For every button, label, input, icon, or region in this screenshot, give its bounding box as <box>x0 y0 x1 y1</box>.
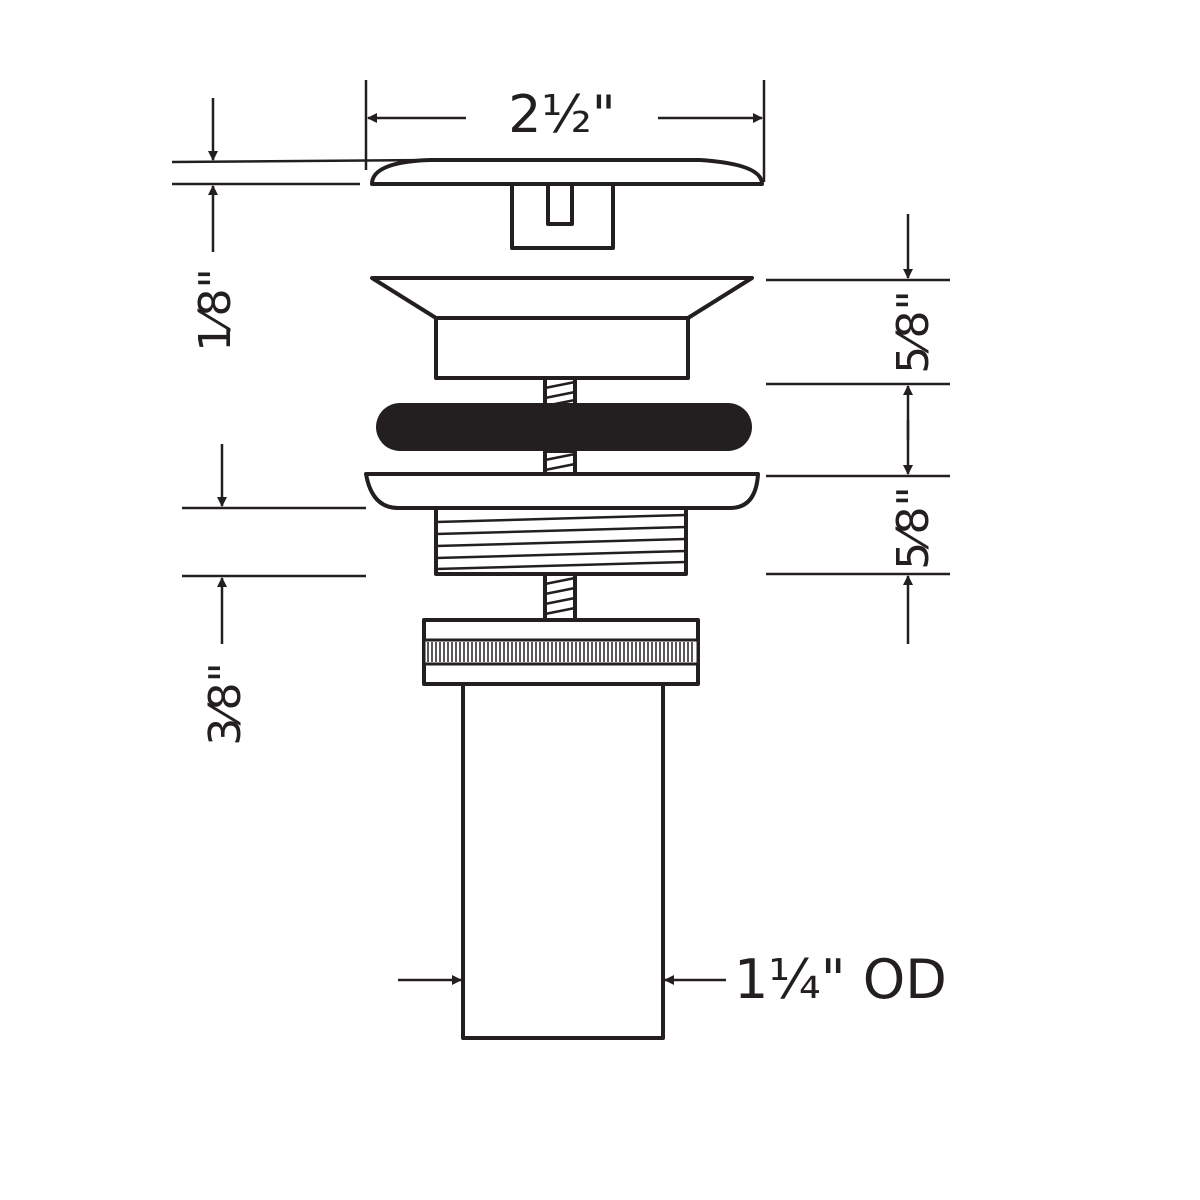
tailpiece-diameter-label: 1¼" OD <box>734 948 947 1011</box>
lower-thread-label: 3⁄8" <box>200 662 251 746</box>
tailpiece-diameter-dimension: 1¼" OD <box>398 948 947 1011</box>
upper-flange <box>370 276 754 380</box>
body-flange-height-label: 5⁄8" <box>888 290 939 374</box>
lower-flange-height-label: 5⁄8" <box>888 486 939 570</box>
knurl-texture <box>427 642 693 662</box>
threaded-rod-lower <box>543 572 577 622</box>
tailpiece-tube <box>461 682 665 1040</box>
body-flange-height-dimension: 5⁄8" <box>766 214 950 440</box>
lower-flange <box>364 472 760 576</box>
rubber-gasket <box>376 403 752 451</box>
threaded-rod-middle <box>543 449 577 477</box>
cap-diameter-dimension: 2½" <box>364 80 766 182</box>
cap-diameter-label: 2½" <box>508 85 615 145</box>
cap-thickness-label: 1⁄8" <box>190 268 241 352</box>
lower-thread-dimension: 3⁄8" <box>182 444 366 746</box>
cap-thickness-dimension: 1⁄8" <box>171 98 433 352</box>
knurled-nut <box>422 618 700 686</box>
drain-cap <box>370 158 764 250</box>
lower-flange-height-dimension: 5⁄8" <box>766 420 950 644</box>
